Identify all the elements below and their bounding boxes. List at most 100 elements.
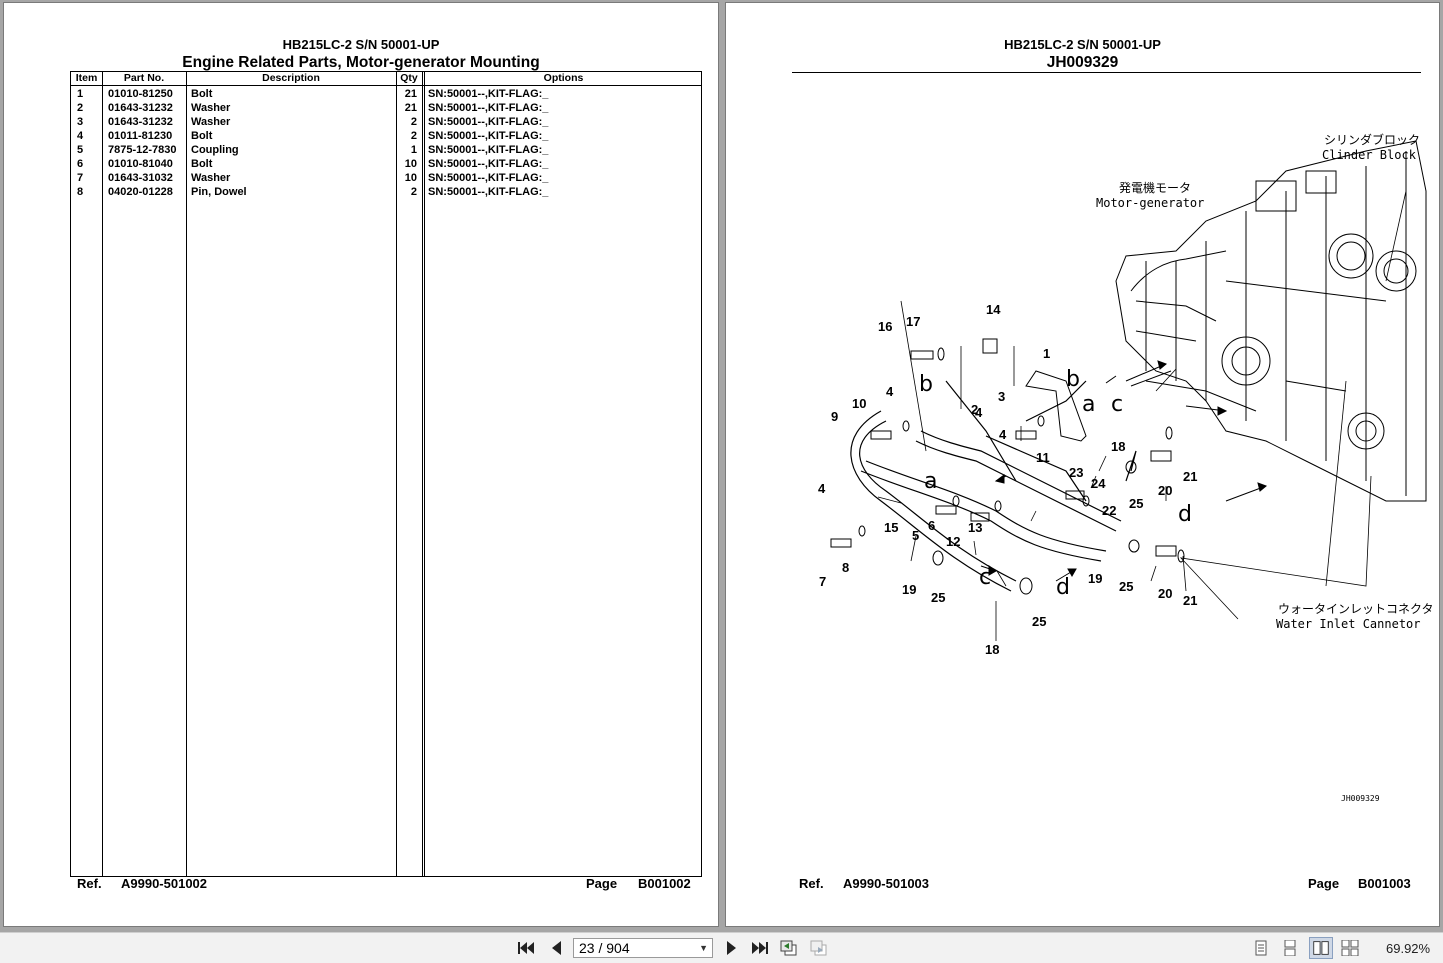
parts-exploded-diagram: 16 17 14 1 4 10 9 4 2 3 4 18 11 23 24 4 …	[818, 132, 1434, 803]
cell-options: SN:50001--,KIT-FLAG:_	[428, 158, 549, 170]
svg-text:a: a	[924, 469, 937, 494]
two-page-continuous-view-icon[interactable]	[1341, 940, 1359, 956]
ref-value: A9990-501003	[843, 876, 930, 891]
svg-text:Clinder Block: Clinder Block	[1322, 148, 1417, 162]
svg-text:2: 2	[971, 402, 978, 417]
page-label: Page	[1308, 876, 1340, 891]
cell-qty: 2	[410, 186, 417, 198]
cell-item: 2	[77, 102, 84, 114]
previous-page-icon[interactable]	[548, 940, 566, 956]
svg-text:1: 1	[1043, 346, 1050, 361]
diagram-annotations: シリンダブロック Clinder Block 発電機モータ Motor-gene…	[1096, 132, 1434, 803]
go-forward-view-icon[interactable]	[810, 940, 828, 956]
ref-value: A9990-501002	[121, 876, 208, 891]
chevron-down-icon[interactable]: ▼	[699, 943, 708, 953]
page-title: Engine Related Parts, Motor-generator Mo…	[182, 54, 540, 71]
svg-text:Water Inlet Cannetor: Water Inlet Cannetor	[1276, 617, 1421, 631]
svg-text:25: 25	[1129, 496, 1143, 511]
page-label: Page	[586, 876, 618, 891]
svg-text:20: 20	[1158, 483, 1172, 498]
svg-text:15: 15	[884, 520, 898, 535]
document-viewport[interactable]: HB215LC-2 S/N 50001-UP Engine Related Pa…	[0, 0, 1443, 932]
connection-letters: b b a c a d c d	[919, 367, 1192, 600]
svg-text:17: 17	[906, 314, 920, 329]
svg-text:3: 3	[998, 389, 1005, 404]
cell-description: Coupling	[191, 144, 239, 156]
svg-text:10: 10	[852, 396, 866, 411]
cell-item: 5	[77, 144, 84, 156]
svg-text:18: 18	[1111, 439, 1125, 454]
cell-options: SN:50001--,KIT-FLAG:_	[428, 102, 549, 114]
cell-item: 6	[77, 158, 84, 170]
svg-text:8: 8	[842, 560, 849, 575]
cell-description: Pin, Dowel	[191, 186, 247, 198]
svg-text:12: 12	[946, 534, 960, 549]
svg-text:7: 7	[819, 574, 826, 589]
col-header-options: Options	[543, 72, 584, 84]
two-page-view-icon[interactable]	[1309, 937, 1333, 959]
svg-text:b: b	[919, 372, 933, 397]
cell-qty: 1	[410, 144, 417, 156]
svg-text:4: 4	[999, 427, 1007, 442]
svg-text:18: 18	[985, 642, 999, 657]
col-header-description: Description	[262, 72, 320, 84]
single-page-view-icon[interactable]	[1252, 940, 1270, 956]
svg-text:14: 14	[986, 302, 1001, 317]
svg-text:b: b	[1066, 367, 1080, 392]
cell-item: 1	[77, 88, 84, 100]
cell-item: 3	[77, 116, 84, 128]
callout-numbers: 16 17 14 1 4 10 9 4 2 3 4 18 11 23 24 4 …	[818, 302, 1197, 657]
cell-options: SN:50001--,KIT-FLAG:_	[428, 88, 549, 100]
cell-item: 7	[77, 172, 84, 184]
svg-text:4: 4	[886, 384, 894, 399]
svg-text:9: 9	[831, 409, 838, 424]
cell-item: 4	[77, 130, 84, 142]
go-back-view-icon[interactable]	[780, 940, 798, 956]
svg-text:d: d	[1178, 502, 1192, 527]
cell-part-no: 01643-31232	[108, 102, 173, 114]
cell-qty: 21	[404, 88, 417, 100]
svg-text:25: 25	[1119, 579, 1133, 594]
cell-options: SN:50001--,KIT-FLAG:_	[428, 172, 549, 184]
cell-part-no: 01011-81230	[108, 130, 173, 142]
svg-text:a: a	[1082, 392, 1095, 417]
page-value: B001003	[1358, 876, 1411, 891]
zoom-level[interactable]: 69.92%	[1386, 941, 1431, 956]
svg-text:19: 19	[1088, 571, 1102, 586]
leader-lines	[877, 190, 1407, 641]
cell-part-no: 01643-31232	[108, 116, 173, 128]
svg-text:20: 20	[1158, 586, 1172, 601]
cell-description: Washer	[191, 172, 231, 184]
cell-options: SN:50001--,KIT-FLAG:_	[428, 130, 549, 142]
col-header-part-no: Part No.	[123, 72, 165, 84]
cell-options: SN:50001--,KIT-FLAG:_	[428, 144, 549, 156]
svg-text:25: 25	[931, 590, 945, 605]
cell-qty: 2	[410, 116, 417, 128]
page-number-input[interactable]: 23 / 904 ▼	[573, 938, 713, 958]
cell-qty: 2	[410, 130, 417, 142]
svg-text:d: d	[1056, 575, 1070, 600]
first-page-icon[interactable]	[518, 940, 536, 956]
svg-text:23: 23	[1069, 465, 1083, 480]
cell-part-no: 01010-81040	[108, 158, 173, 170]
cell-item: 8	[77, 186, 84, 198]
continuous-view-icon[interactable]	[1281, 940, 1299, 956]
diagram-page: HB215LC-2 S/N 50001-UP JH009329	[726, 3, 1439, 926]
cell-options: SN:50001--,KIT-FLAG:_	[428, 116, 549, 128]
figure-id: JH009329	[1046, 54, 1119, 71]
svg-text:22: 22	[1102, 503, 1116, 518]
cell-description: Washer	[191, 116, 231, 128]
svg-text:発電機モータ: 発電機モータ	[1119, 180, 1191, 195]
next-page-icon[interactable]	[722, 940, 740, 956]
cell-qty: 10	[404, 158, 417, 170]
svg-text:Motor-generator: Motor-generator	[1096, 196, 1204, 210]
last-page-icon[interactable]	[750, 940, 768, 956]
svg-text:4: 4	[975, 405, 983, 420]
fastener-drawings	[830, 338, 1185, 595]
cell-qty: 10	[404, 172, 417, 184]
cell-part-no: 01643-31032	[108, 172, 173, 184]
